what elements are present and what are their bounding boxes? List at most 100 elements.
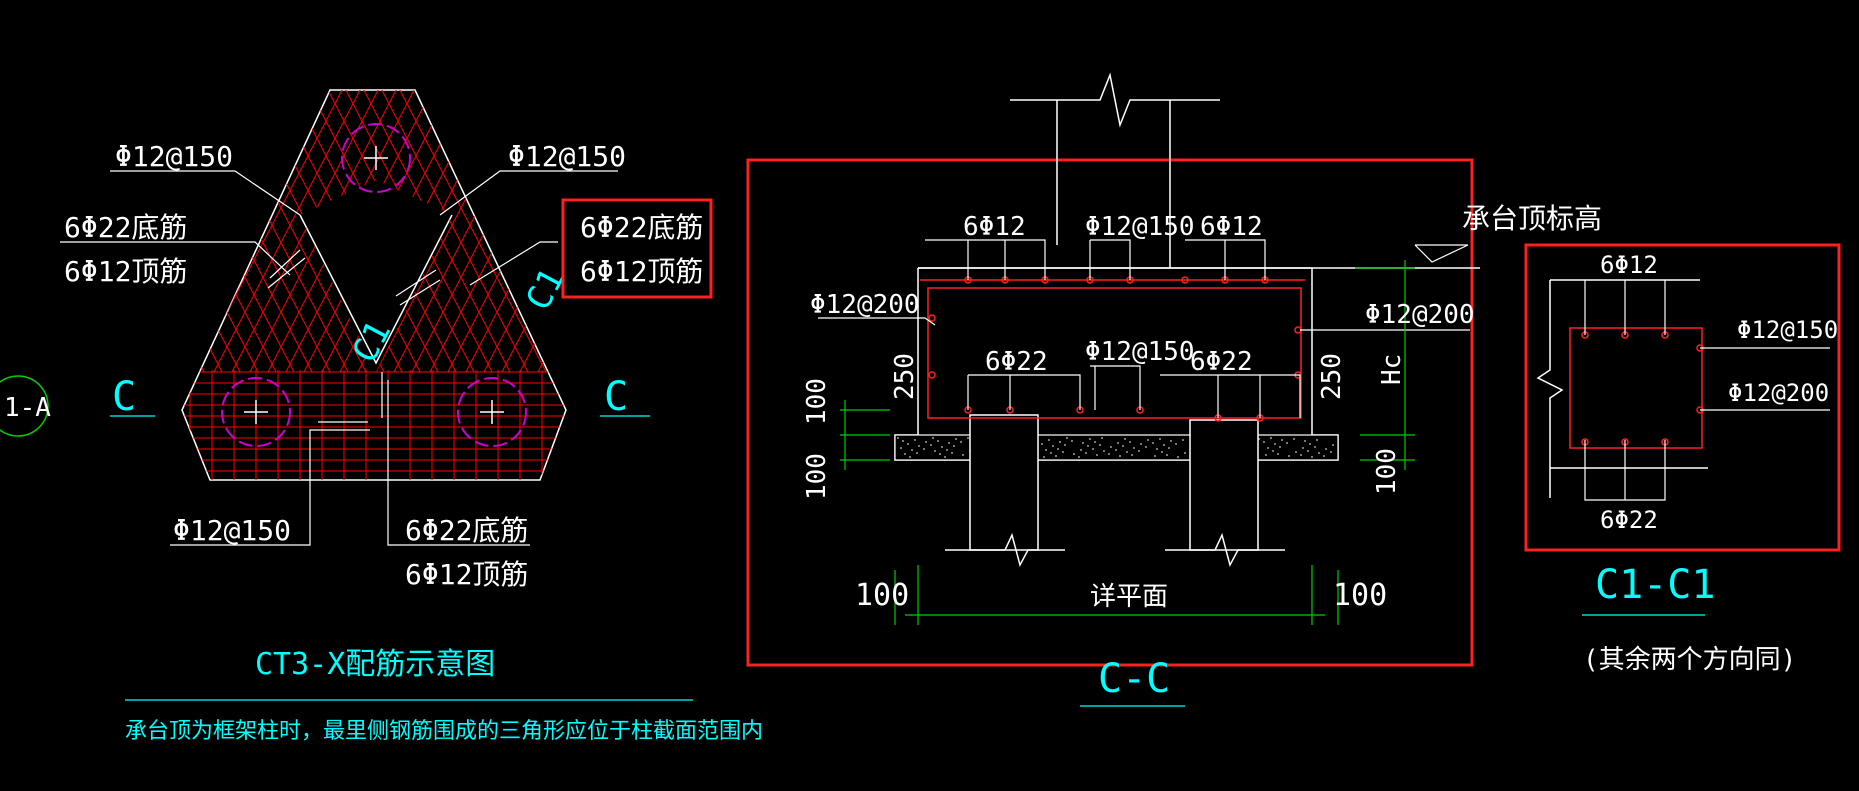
section-c1c1: 6Φ12 Φ12@150 Φ12@200 6Φ22 C1-C1 (其余两个方向同… bbox=[1524, 243, 1841, 675]
c1-side-a: Φ12@150 bbox=[1737, 316, 1838, 344]
hatch-dot bbox=[1045, 449, 1047, 451]
hatch-dot bbox=[1082, 442, 1084, 444]
hatch-dot bbox=[1115, 449, 1117, 451]
hatch-dot bbox=[1050, 452, 1052, 454]
cc-leaders bbox=[818, 239, 1470, 418]
hatch-dot bbox=[1332, 444, 1334, 446]
hatch-dot bbox=[1117, 442, 1119, 444]
hatch-dot bbox=[1140, 443, 1142, 445]
hatch-dot bbox=[1048, 439, 1050, 441]
cc-bot-mid: Φ12@150 bbox=[1085, 337, 1195, 367]
hatch-dot bbox=[1272, 450, 1274, 452]
axis-bubble bbox=[0, 375, 49, 437]
hatch-dot bbox=[1133, 447, 1135, 449]
cc-labels: 6Φ12 Φ12@150 6Φ12 承台顶标高 Φ12@200 Φ12@200 … bbox=[802, 202, 1602, 613]
hatch-dot bbox=[1177, 456, 1179, 458]
cc-bot-left: 6Φ22 bbox=[985, 347, 1048, 377]
hatch-dot bbox=[1041, 443, 1043, 445]
hatch-dot bbox=[1122, 445, 1124, 447]
hatch-dot bbox=[1182, 439, 1184, 441]
cc-dim-100-c: 100 bbox=[1372, 448, 1402, 495]
hatch-dot bbox=[1175, 443, 1177, 445]
c1-subtitle: (其余两个方向同) bbox=[1583, 645, 1796, 675]
hatch-dot bbox=[1307, 450, 1309, 452]
piles bbox=[945, 414, 1285, 568]
hatch-dot bbox=[1087, 445, 1089, 447]
rebar-dot bbox=[1181, 276, 1189, 284]
c1-title: C1-C1 bbox=[1595, 562, 1715, 608]
hatch-dot bbox=[918, 445, 920, 447]
hatch-dot bbox=[1055, 455, 1057, 457]
hatch-dot bbox=[1092, 448, 1094, 450]
c1-side-b: Φ12@200 bbox=[1728, 379, 1829, 407]
c1-stirrup bbox=[1569, 327, 1703, 449]
pile-cap-outline bbox=[181, 89, 567, 481]
rebar-line bbox=[182, 90, 387, 372]
hatch-dot bbox=[1288, 455, 1290, 457]
hatch-dot bbox=[1318, 452, 1320, 454]
cc-dim-100-a: 100 bbox=[802, 378, 832, 425]
cc-elevation: 承台顶标高 bbox=[1462, 202, 1602, 235]
hatch-dot bbox=[1057, 448, 1059, 450]
hatch-dot bbox=[1270, 437, 1272, 439]
pile-marks bbox=[221, 123, 527, 447]
hatch-dot bbox=[1311, 456, 1313, 458]
hatch-dot bbox=[911, 449, 913, 451]
hatch-dot bbox=[967, 437, 969, 439]
hatch-dot bbox=[1145, 446, 1147, 448]
rebar-line bbox=[193, 90, 423, 372]
label-left-top: 6Φ12顶筋 bbox=[64, 255, 187, 288]
cc-dim-100-left: 100 bbox=[855, 578, 909, 613]
hatch-dot bbox=[1080, 449, 1082, 451]
hatch-dot bbox=[1066, 437, 1068, 439]
cc-width-text: 详平面 bbox=[1090, 582, 1168, 612]
hatch-dot bbox=[1085, 452, 1087, 454]
hatch-dot bbox=[1094, 441, 1096, 443]
hatch-dot bbox=[1126, 451, 1128, 453]
hatch-dot bbox=[962, 454, 964, 456]
hatch-dot bbox=[1154, 455, 1156, 457]
hatch-dot bbox=[1108, 453, 1110, 455]
rebar-dots bbox=[928, 276, 1302, 422]
hatch-dot bbox=[951, 452, 953, 454]
hatch-dot bbox=[1279, 446, 1281, 448]
hatch-dot bbox=[1304, 440, 1306, 442]
hatch-dot bbox=[930, 444, 932, 446]
hatch-dot bbox=[1330, 451, 1332, 453]
hatch-dot bbox=[955, 438, 957, 440]
hatch-dot bbox=[1052, 445, 1054, 447]
c1-labels: 6Φ12 Φ12@150 Φ12@200 6Φ22 bbox=[1600, 251, 1838, 534]
highlight-box-c1 bbox=[1524, 243, 1841, 552]
c1-top: 6Φ12 bbox=[1600, 251, 1658, 279]
rebar-dot bbox=[928, 314, 936, 322]
plan-title: CT3-X配筋示意图 bbox=[255, 647, 495, 682]
hatch-dot bbox=[1152, 442, 1154, 444]
plan-note: 承台顶为框架柱时，最里侧钢筋围成的三角形应位于柱截面范围内 bbox=[125, 719, 763, 744]
hatch-dot bbox=[1293, 438, 1295, 440]
hatch-dot bbox=[916, 452, 918, 454]
hatch-dot bbox=[1073, 453, 1075, 455]
rebar-line bbox=[182, 90, 369, 372]
hatch-dot bbox=[1124, 438, 1126, 440]
axis-bubble-label: 1-A bbox=[4, 393, 51, 423]
hatch-dot bbox=[1062, 451, 1064, 453]
hatch-dot bbox=[939, 453, 941, 455]
c1-bottom: 6Φ22 bbox=[1600, 506, 1658, 534]
hatch-dot bbox=[1103, 450, 1105, 452]
cc-top-right: 6Φ12 bbox=[1200, 212, 1263, 242]
hatch-dot bbox=[907, 443, 909, 445]
column-above bbox=[1010, 72, 1220, 268]
hatch-dot bbox=[1265, 454, 1267, 456]
hatch-dot bbox=[897, 437, 899, 439]
hatch-dot bbox=[914, 439, 916, 441]
cc-dim-100-right: 100 bbox=[1333, 578, 1387, 613]
plan-labels: Φ12@150 Φ12@150 6Φ22底筋 6Φ12顶筋 Φ12@150 6Φ… bbox=[64, 140, 626, 591]
c1-leaders bbox=[1584, 280, 1830, 501]
pile-centers bbox=[244, 146, 504, 424]
hatch-dot bbox=[1277, 453, 1279, 455]
rebar-dot bbox=[928, 371, 936, 379]
pile-circle-right bbox=[457, 377, 527, 447]
cc-title: C-C bbox=[1098, 656, 1170, 702]
hatch-dot bbox=[937, 440, 939, 442]
hatch-dot bbox=[1156, 448, 1158, 450]
